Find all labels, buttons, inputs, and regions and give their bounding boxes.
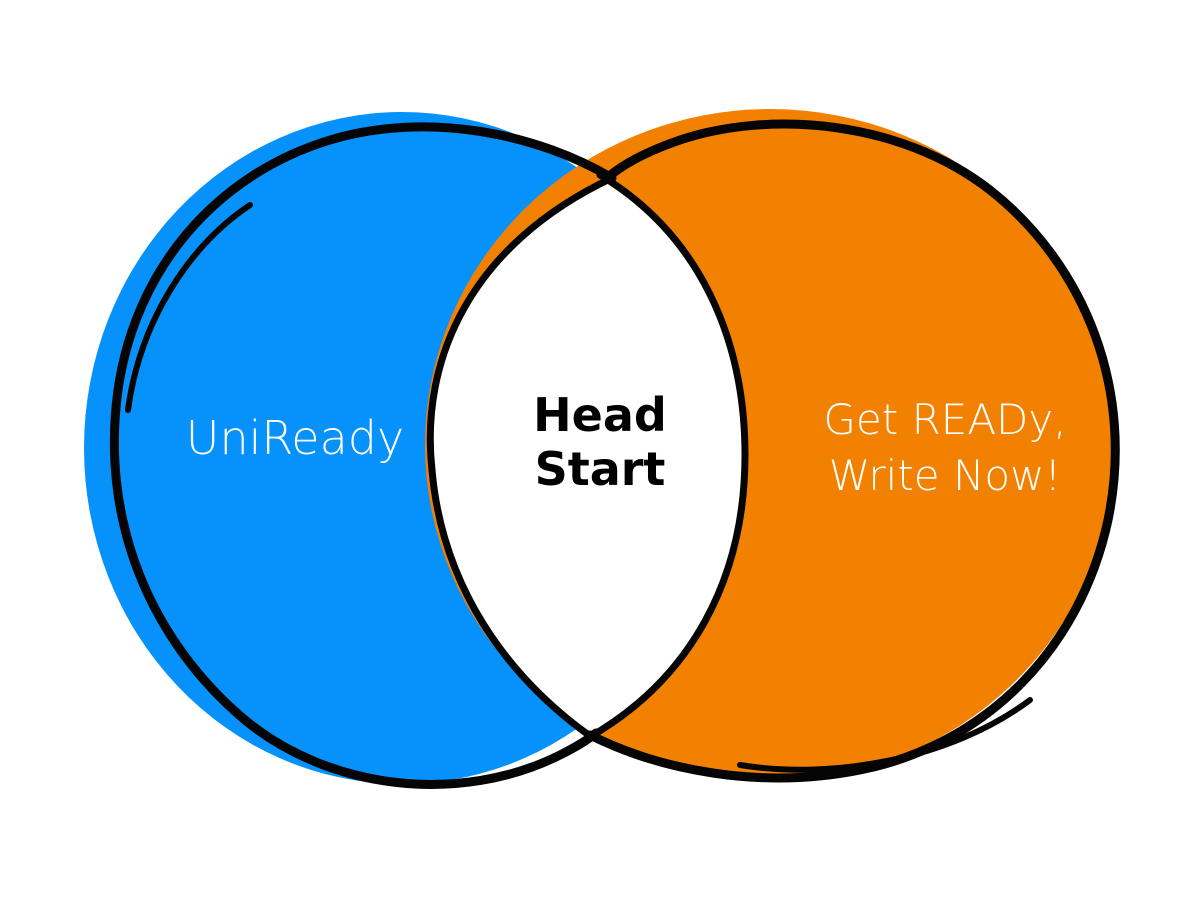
right-set-label: Get READy, Write Now! [823, 395, 1067, 500]
left-set-label: UniReady [185, 411, 405, 465]
overlap-left-edge [426, 174, 616, 740]
overlap-right-edge [584, 171, 749, 742]
left-circle-outline [109, 122, 617, 789]
right-circle-outline [585, 119, 1120, 783]
overlap-label: Head Start [533, 388, 667, 496]
overlap-region [428, 178, 746, 735]
left-circle-outline-tail [125, 202, 253, 413]
right-circle-outline-tail [737, 697, 1033, 773]
